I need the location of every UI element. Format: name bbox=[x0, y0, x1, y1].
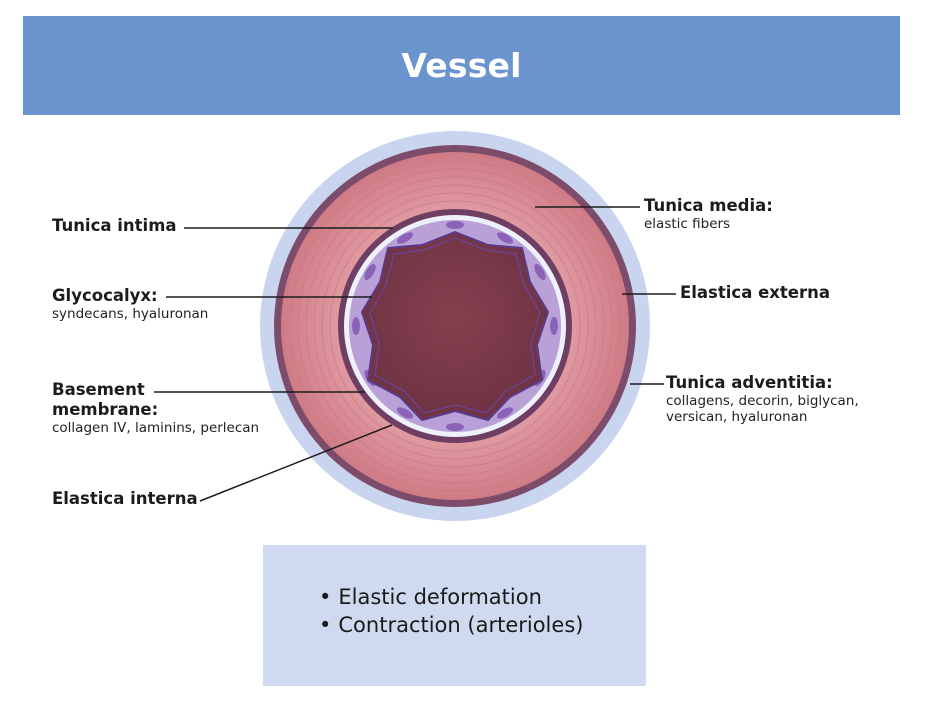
summary-item-elastic-deformation: •Elastic deformation bbox=[319, 583, 583, 611]
tunica-intima-title: Tunica intima bbox=[52, 216, 177, 235]
summary-item-contraction: •Contraction (arterioles) bbox=[319, 611, 583, 639]
label-tunica-adventitia: Tunica adventitia: collagens, decorin, b… bbox=[666, 373, 859, 425]
vessel-lumen bbox=[361, 231, 549, 421]
basement-membrane-title-line2: membrane: bbox=[52, 399, 159, 419]
leader-elastica-interna bbox=[199, 424, 393, 502]
elastica-externa-title: Elastica externa bbox=[680, 283, 831, 302]
page-title: Vessel bbox=[401, 46, 522, 85]
elastica-interna-title: Elastica interna bbox=[52, 489, 198, 508]
summary-item-text: Contraction (arterioles) bbox=[338, 613, 584, 637]
bullet-icon: • bbox=[319, 585, 332, 609]
tunica-media-detail: elastic fibers bbox=[644, 215, 731, 232]
glycocalyx-detail: syndecans, hyaluronan bbox=[52, 305, 209, 322]
tunica-adventitia-detail-line2: versican, hyaluronan bbox=[666, 408, 808, 425]
bullet-icon: • bbox=[319, 613, 332, 637]
label-glycocalyx: Glycocalyx: syndecans, hyaluronan bbox=[52, 286, 208, 322]
glycocalyx-title: Glycocalyx: bbox=[52, 286, 158, 305]
basement-membrane-detail: collagen IV, laminins, perlecan bbox=[52, 419, 260, 436]
glycocalyx-outline bbox=[369, 237, 541, 414]
muscle-fibers bbox=[289, 160, 621, 492]
summary-list: •Elastic deformation •Contraction (arter… bbox=[319, 583, 583, 639]
title-bar: Vessel bbox=[23, 16, 900, 115]
leader-lines bbox=[154, 206, 676, 502]
tunica-adventitia-detail-line1: collagens, decorin, biglycan, bbox=[666, 392, 859, 409]
tunica-adventitia-title: Tunica adventitia: bbox=[666, 373, 833, 392]
label-elastica-interna: Elastica interna bbox=[52, 489, 198, 509]
label-tunica-media: Tunica media: elastic fibers bbox=[644, 196, 773, 232]
basement-membrane-title-line1: Basement bbox=[52, 380, 145, 399]
label-elastica-externa: Elastica externa bbox=[680, 283, 830, 303]
tunica-media-title: Tunica media: bbox=[644, 196, 773, 215]
label-tunica-intima: Tunica intima bbox=[52, 216, 177, 236]
summary-box: •Elastic deformation •Contraction (arter… bbox=[263, 545, 646, 686]
label-basement-membrane: Basement membrane: collagen IV, laminins… bbox=[52, 380, 259, 436]
summary-item-text: Elastic deformation bbox=[338, 585, 542, 609]
